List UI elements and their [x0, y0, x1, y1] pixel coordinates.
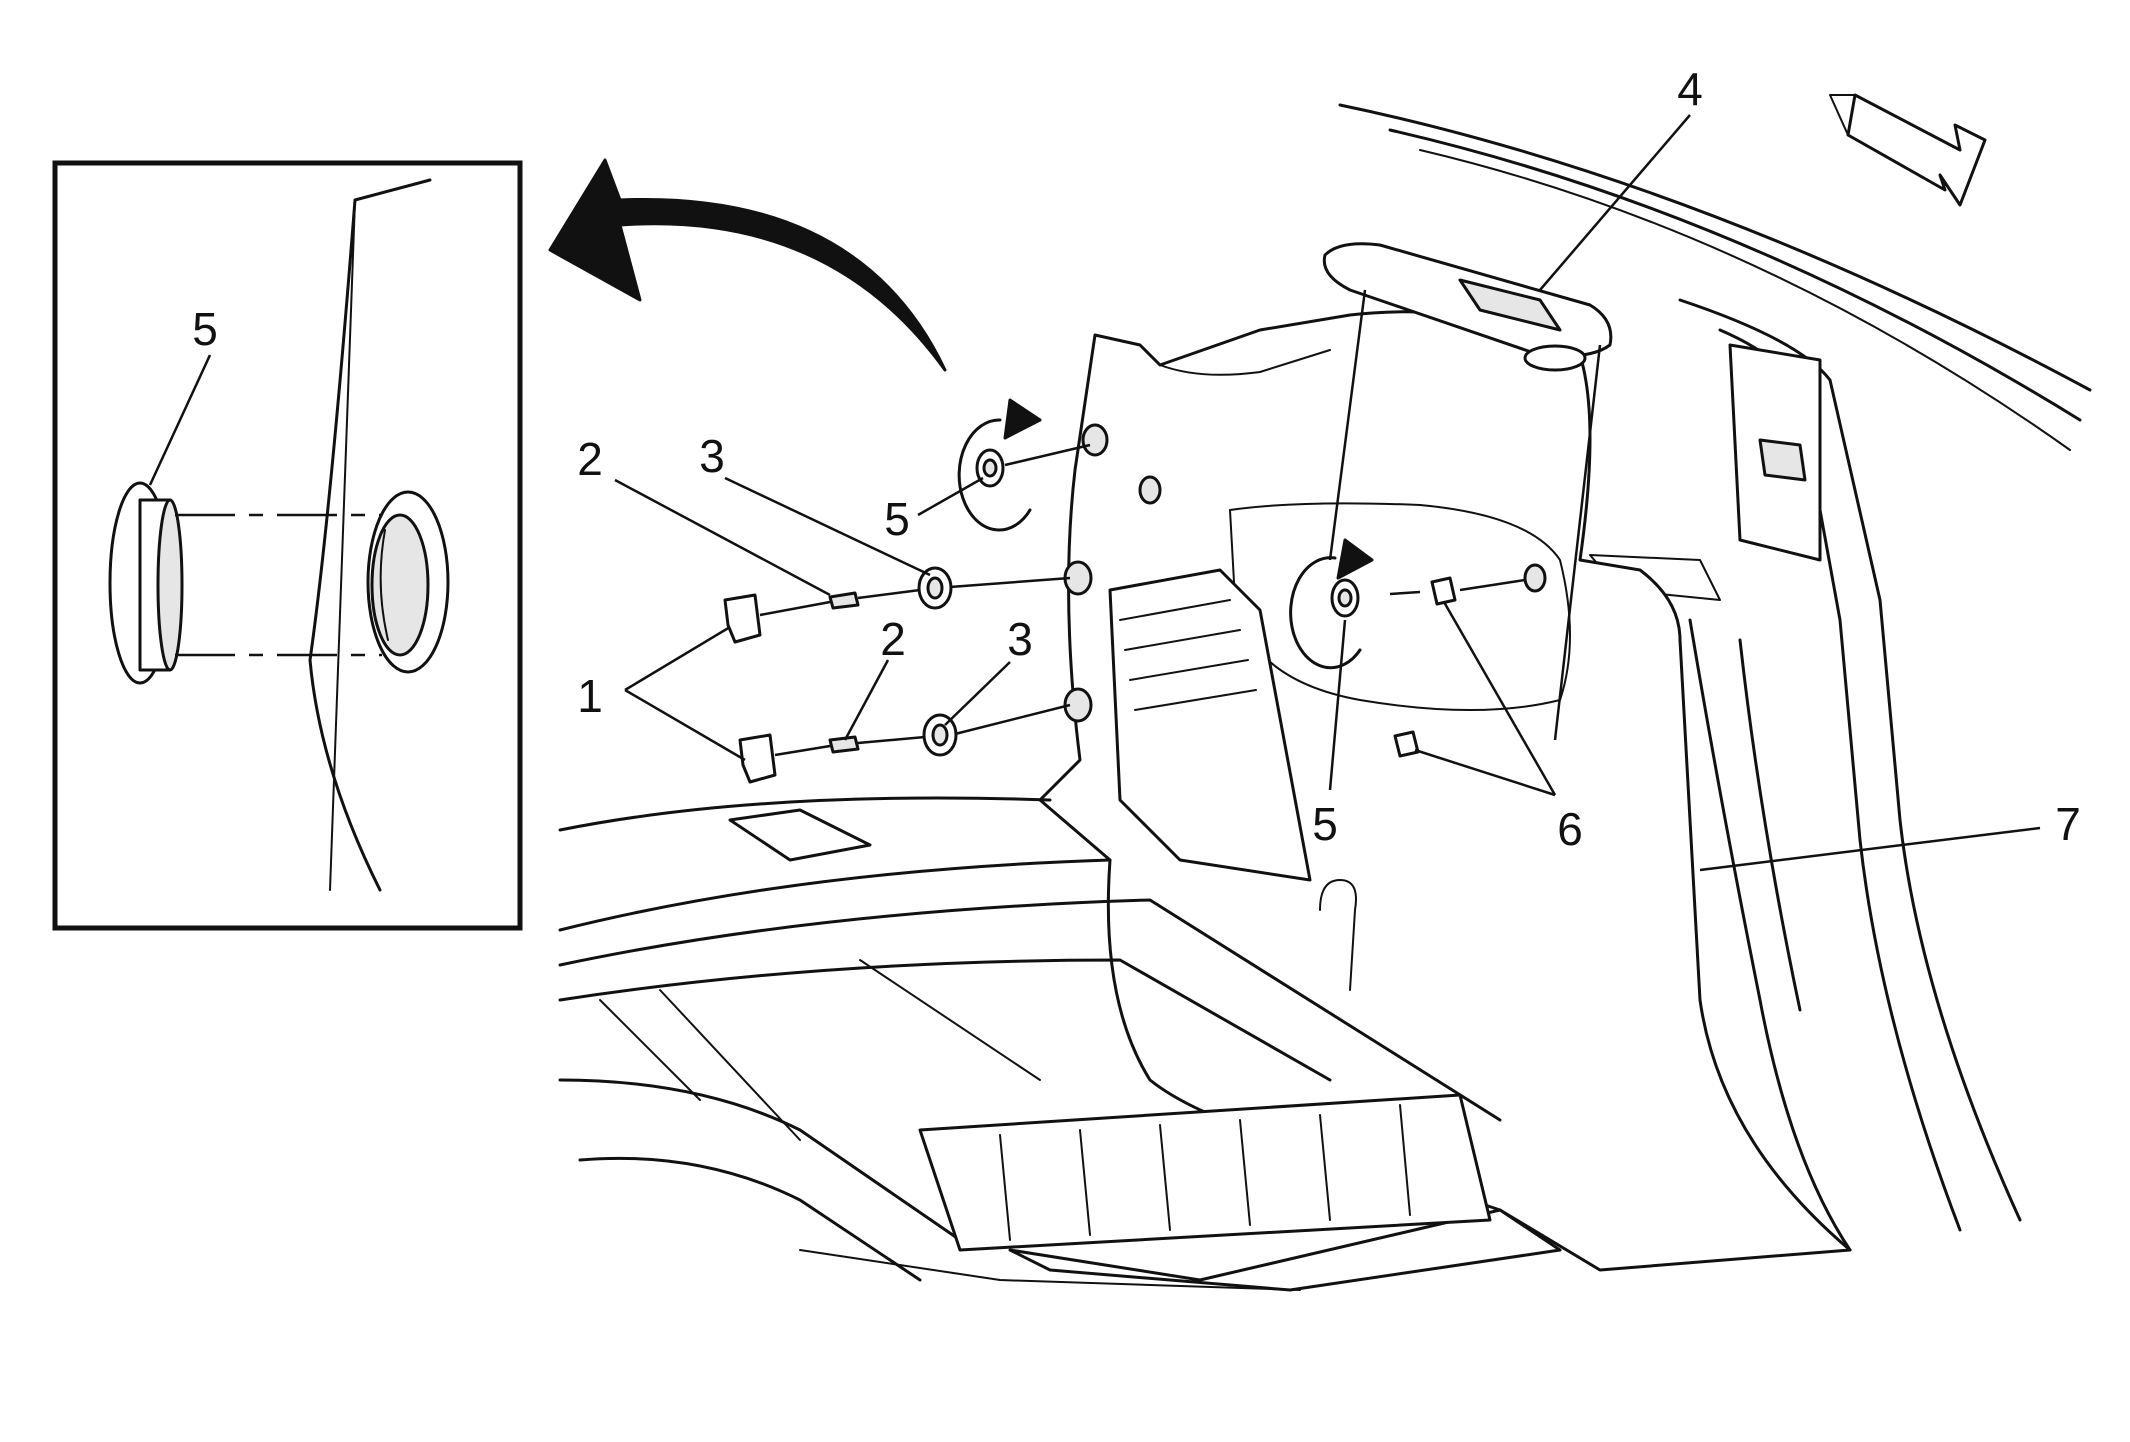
callout-7: 7: [2055, 798, 2081, 850]
callout-5-upper: 5: [884, 493, 910, 545]
callout-2-upper: 2: [577, 433, 603, 485]
removal-direction-arrow-icon: [548, 158, 947, 372]
front-of-vehicle-arrow-icon: [1829, 93, 1987, 207]
fasteners-right: [1289, 114, 2041, 872]
callout-3-lower: 3: [1007, 613, 1033, 665]
callout-inset-5: 5: [192, 303, 218, 355]
fasteners-left: [614, 398, 1091, 784]
rotate-fastener-icon: [1289, 538, 1374, 670]
cargo-floor: [558, 796, 1562, 1292]
callout-6: 6: [1557, 803, 1583, 855]
callout-2-lower: 2: [880, 613, 906, 665]
callout-4: 4: [1677, 63, 1703, 115]
callout-1: 1: [577, 670, 603, 722]
vehicle-body: [1338, 103, 2092, 1252]
rotate-fastener-icon: [957, 398, 1042, 532]
grommet-part: [108, 481, 184, 685]
callout-labels: 1 2 3 5 2 3 4 5 6 7: [577, 63, 2081, 855]
detail-inset: 5: [52, 160, 523, 931]
trim-cap-part: [1322, 242, 1613, 741]
callout-3-upper: 3: [699, 430, 725, 482]
callout-5-lower: 5: [1312, 798, 1338, 850]
